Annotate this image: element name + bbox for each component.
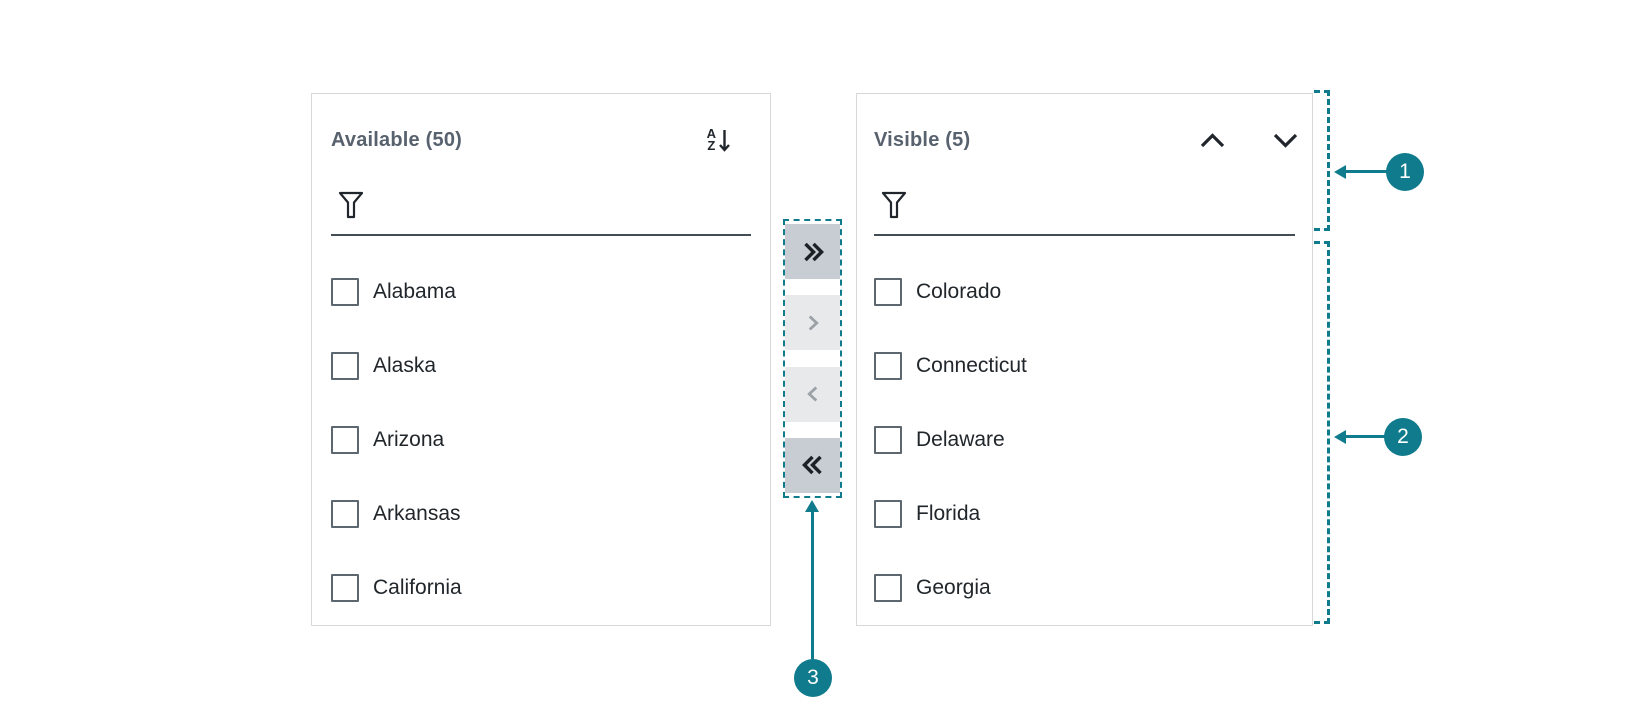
double-chevron-right-icon: [803, 242, 824, 261]
annotation-arrowhead-1: [1334, 165, 1346, 179]
annotation-arrowhead-3: [805, 500, 819, 512]
annotation-marker-2: 2: [1384, 418, 1422, 456]
visible-panel-title: Visible (5): [874, 128, 971, 151]
state-label: Colorado: [916, 279, 1002, 303]
move-item-up-button[interactable]: [1199, 132, 1226, 149]
annotation-arrow-line-2: [1345, 435, 1386, 438]
state-checkbox[interactable]: [874, 499, 902, 528]
state-checkbox[interactable]: [331, 351, 359, 380]
list-item[interactable]: California: [331, 573, 751, 602]
arrow-down-icon: [719, 130, 730, 152]
sort-az-icon: A Z: [706, 126, 716, 153]
state-checkbox[interactable]: [331, 425, 359, 454]
available-filter-input[interactable]: [378, 189, 751, 221]
annotation-number: 1: [1399, 160, 1411, 183]
transfer-button-group: [783, 219, 842, 498]
chevron-down-icon: [1273, 133, 1298, 148]
state-label: California: [373, 575, 462, 599]
annotation-arrowhead-2: [1334, 430, 1346, 444]
state-checkbox[interactable]: [874, 425, 902, 454]
list-item[interactable]: Alaska: [331, 351, 751, 380]
state-checkbox[interactable]: [331, 499, 359, 528]
list-item[interactable]: Georgia: [874, 573, 1295, 602]
list-item[interactable]: Arizona: [331, 425, 751, 454]
list-item[interactable]: Alabama: [331, 277, 751, 306]
state-label: Georgia: [916, 575, 991, 599]
annotation-arrow-line-1: [1345, 170, 1388, 173]
list-item[interactable]: Colorado: [874, 277, 1295, 306]
annotation-arrow-line-3: [811, 510, 814, 659]
filter-funnel-icon: [881, 191, 907, 219]
list-item[interactable]: Arkansas: [331, 499, 751, 528]
chevron-right-icon: [808, 315, 819, 331]
state-label: Connecticut: [916, 353, 1027, 377]
annotation-bracket-list: [1314, 241, 1330, 624]
state-checkbox[interactable]: [874, 573, 902, 602]
state-checkbox[interactable]: [874, 277, 902, 306]
available-panel: Available (50) A Z Alabama: [311, 93, 771, 626]
state-label: Arizona: [373, 427, 445, 451]
filter-funnel-icon: [338, 191, 364, 219]
available-panel-header: Available (50) A Z: [331, 124, 751, 156]
move-all-right-button[interactable]: [785, 224, 840, 279]
annotation-bracket-header: [1314, 90, 1330, 231]
annotation-marker-3: 3: [794, 659, 832, 697]
state-checkbox[interactable]: [331, 573, 359, 602]
move-item-down-button[interactable]: [1272, 132, 1299, 149]
move-all-left-button[interactable]: [785, 437, 840, 493]
visible-filter-input[interactable]: [921, 189, 1295, 221]
list-item[interactable]: Florida: [874, 499, 1295, 528]
state-label: Arkansas: [373, 501, 461, 525]
available-panel-title: Available (50): [331, 128, 463, 151]
visible-filter-row: [874, 156, 1295, 236]
state-label: Alaska: [373, 353, 437, 377]
available-items-list: Alabama Alaska Arizona Arkansas Californ…: [312, 277, 770, 602]
annotation-number: 2: [1397, 425, 1409, 448]
double-chevron-left-icon: [801, 456, 822, 475]
visible-panel: Visible (5): [856, 93, 1313, 626]
visible-items-list: Colorado Connecticut Delaware Florida Ge…: [857, 277, 1312, 602]
available-filter-row: [331, 156, 751, 236]
sort-az-button[interactable]: A Z: [707, 126, 731, 154]
state-label: Delaware: [916, 427, 1005, 451]
chevron-up-icon: [1200, 132, 1225, 147]
state-checkbox[interactable]: [331, 277, 359, 306]
state-label: Florida: [916, 501, 981, 525]
list-item[interactable]: Connecticut: [874, 351, 1295, 380]
move-right-button: [785, 295, 840, 351]
state-label: Alabama: [373, 279, 456, 303]
move-left-button: [785, 366, 840, 422]
visible-panel-header: Visible (5): [874, 124, 1299, 156]
list-item[interactable]: Delaware: [874, 425, 1295, 454]
annotation-number: 3: [807, 666, 819, 689]
annotation-marker-1: 1: [1386, 153, 1424, 191]
chevron-left-icon: [806, 386, 817, 402]
state-checkbox[interactable]: [874, 351, 902, 380]
